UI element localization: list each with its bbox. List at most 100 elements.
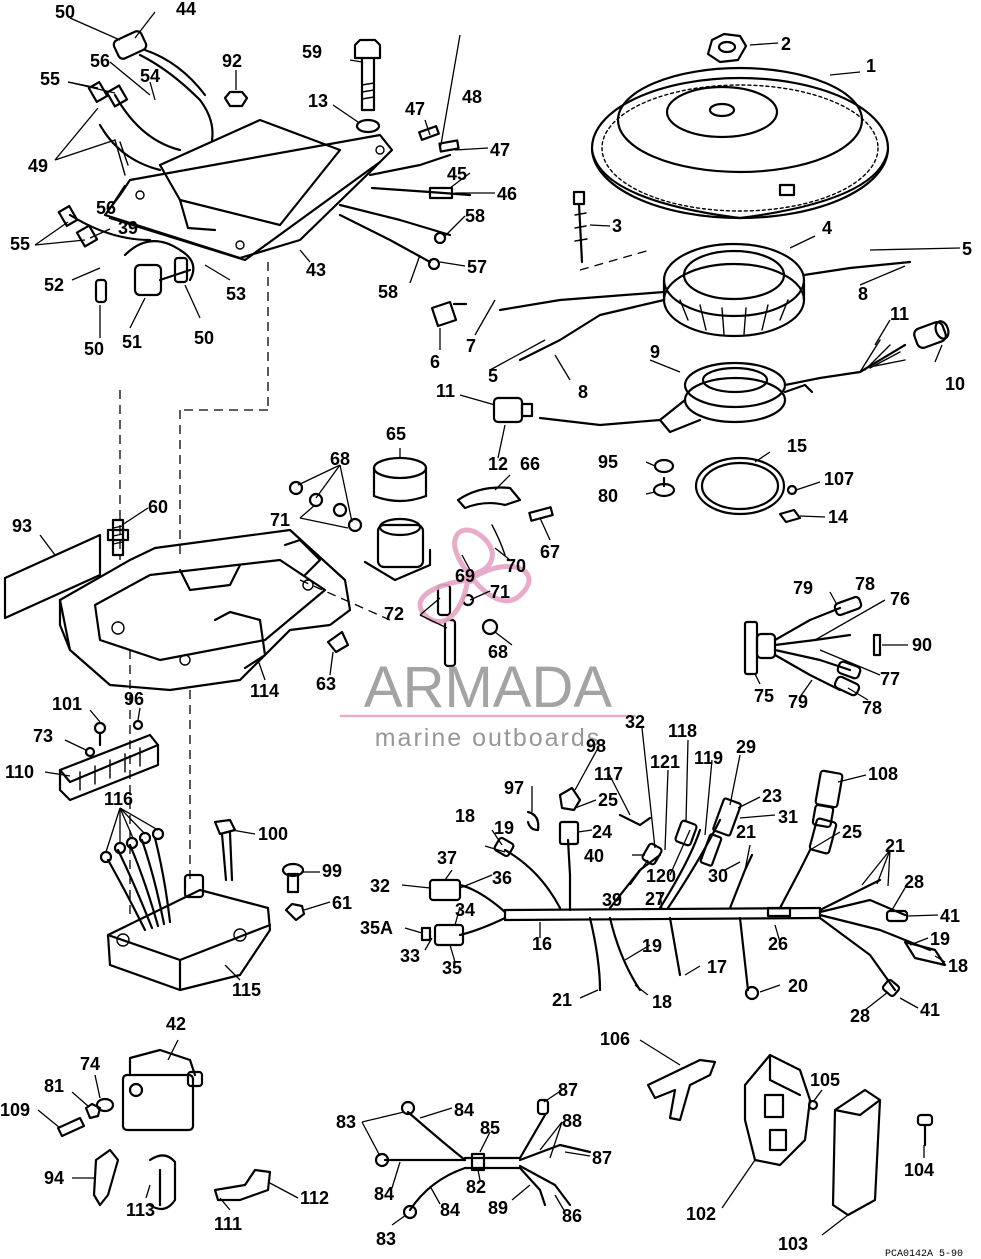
- small-parts-right: [430, 300, 802, 524]
- callout-label: 121: [650, 752, 680, 772]
- callout-label: 106: [600, 1029, 630, 1049]
- callout-label: 105: [810, 1070, 840, 1090]
- callout-label: 108: [868, 764, 898, 784]
- leader-lines: [34, 11, 961, 1236]
- callout-label: 13: [308, 91, 328, 111]
- callout-label: 68: [330, 449, 350, 469]
- callout-label: 83: [376, 1229, 396, 1249]
- wiring-harness: [420, 797, 947, 1001]
- callout-label: 19: [494, 818, 514, 838]
- callout-label: 93: [12, 516, 32, 536]
- callout-label: 111: [214, 1214, 242, 1234]
- module-bracket-102: [743, 1053, 812, 1167]
- callout-label: 36: [492, 868, 512, 888]
- callout-label: 47: [405, 99, 425, 119]
- callout-label: 75: [754, 686, 774, 706]
- cover-103: [831, 1088, 882, 1217]
- callout-label: 47: [490, 140, 510, 160]
- callout-label: 58: [378, 282, 398, 302]
- callout-label: 57: [467, 257, 487, 277]
- callout-label: 6: [430, 352, 440, 372]
- callout-label: 82: [466, 1177, 486, 1197]
- callout-label: 9: [650, 342, 660, 362]
- callout-label: 54: [140, 66, 160, 86]
- power-pack: [106, 873, 272, 992]
- callout-label: 99: [322, 861, 342, 881]
- callout-label: 84: [454, 1100, 474, 1120]
- callout-label: 97: [504, 778, 524, 798]
- bolt-59: [353, 38, 382, 112]
- callout-label: 69: [455, 566, 475, 586]
- callout-label: 19: [930, 929, 950, 949]
- callout-label: 115: [232, 980, 261, 1000]
- callout-label: 80: [598, 486, 618, 506]
- callout-label: 17: [707, 957, 727, 977]
- callout-label: 25: [842, 822, 862, 842]
- callout-label: 20: [788, 976, 808, 996]
- callout-label: 76: [890, 589, 910, 609]
- connector-12: [492, 396, 534, 424]
- callout-label: 37: [437, 848, 457, 868]
- solenoid-bracket: [456, 486, 522, 510]
- callout-label: 56: [96, 198, 116, 218]
- callout-label: 61: [332, 893, 352, 913]
- callout-label: 28: [904, 872, 924, 892]
- callout-label: 72: [384, 604, 404, 624]
- callout-label: 71: [490, 582, 510, 602]
- callout-label: 109: [0, 1100, 30, 1120]
- ground-leads: [374, 1098, 592, 1220]
- callout-label: 25: [598, 790, 618, 810]
- callout-label: 23: [762, 786, 782, 806]
- callout-label: 50: [55, 2, 75, 22]
- callout-label: 58: [465, 206, 485, 226]
- callout-label: 113: [126, 1200, 155, 1220]
- callout-label: 21: [736, 822, 756, 842]
- reference-code: PCA0142A 5-90: [885, 1249, 963, 1259]
- watermark: ARMADA marine outboards: [340, 527, 636, 752]
- callout-label: 29: [736, 737, 756, 757]
- callout-label: 81: [44, 1076, 64, 1096]
- callout-label: 3: [612, 216, 622, 236]
- flywheel: [590, 66, 890, 220]
- callout-label: 95: [598, 452, 618, 472]
- callout-label: 71: [270, 510, 290, 530]
- pack-leads: [99, 827, 172, 932]
- callout-label: 43: [306, 260, 326, 280]
- base-plate: [58, 528, 352, 692]
- callout-label: 102: [686, 1204, 716, 1224]
- callout-label: 98: [586, 736, 606, 756]
- solenoid-hardware: [288, 480, 554, 668]
- callout-label: 21: [885, 836, 905, 856]
- callout-label: 41: [940, 906, 960, 926]
- callout-label: 116: [104, 789, 133, 809]
- decal-93: [3, 533, 102, 620]
- bolt-100: [213, 818, 237, 882]
- callout-label: 40: [584, 846, 604, 866]
- callout-label: 55: [40, 69, 60, 89]
- callout-label: 21: [552, 990, 572, 1010]
- callout-label: 55: [10, 234, 30, 254]
- callout-label: 8: [578, 382, 588, 402]
- callout-label: 56: [90, 51, 110, 71]
- callout-label: 73: [33, 726, 53, 746]
- callout-label: 90: [912, 635, 932, 655]
- callout-label: 83: [336, 1112, 356, 1132]
- screw-104: [916, 1113, 934, 1147]
- callout-label: 5: [962, 239, 972, 259]
- callout-label: 112: [300, 1188, 329, 1208]
- callout-label: 11: [436, 381, 455, 401]
- callout-label: 84: [374, 1184, 394, 1204]
- callout-label: 114: [250, 681, 279, 701]
- coil-bracket: [103, 118, 394, 262]
- callout-label: 119: [694, 748, 723, 768]
- callout-label: 87: [592, 1148, 612, 1168]
- watermark-tagline: marine outboards: [375, 724, 602, 752]
- callout-label: 86: [562, 1206, 582, 1226]
- callout-label: 48: [462, 87, 482, 107]
- callout-label: 120: [646, 866, 676, 886]
- callout-label: 52: [44, 275, 64, 295]
- nut-61: [284, 902, 306, 922]
- solenoid: [363, 456, 432, 582]
- callout-label: 67: [540, 542, 560, 562]
